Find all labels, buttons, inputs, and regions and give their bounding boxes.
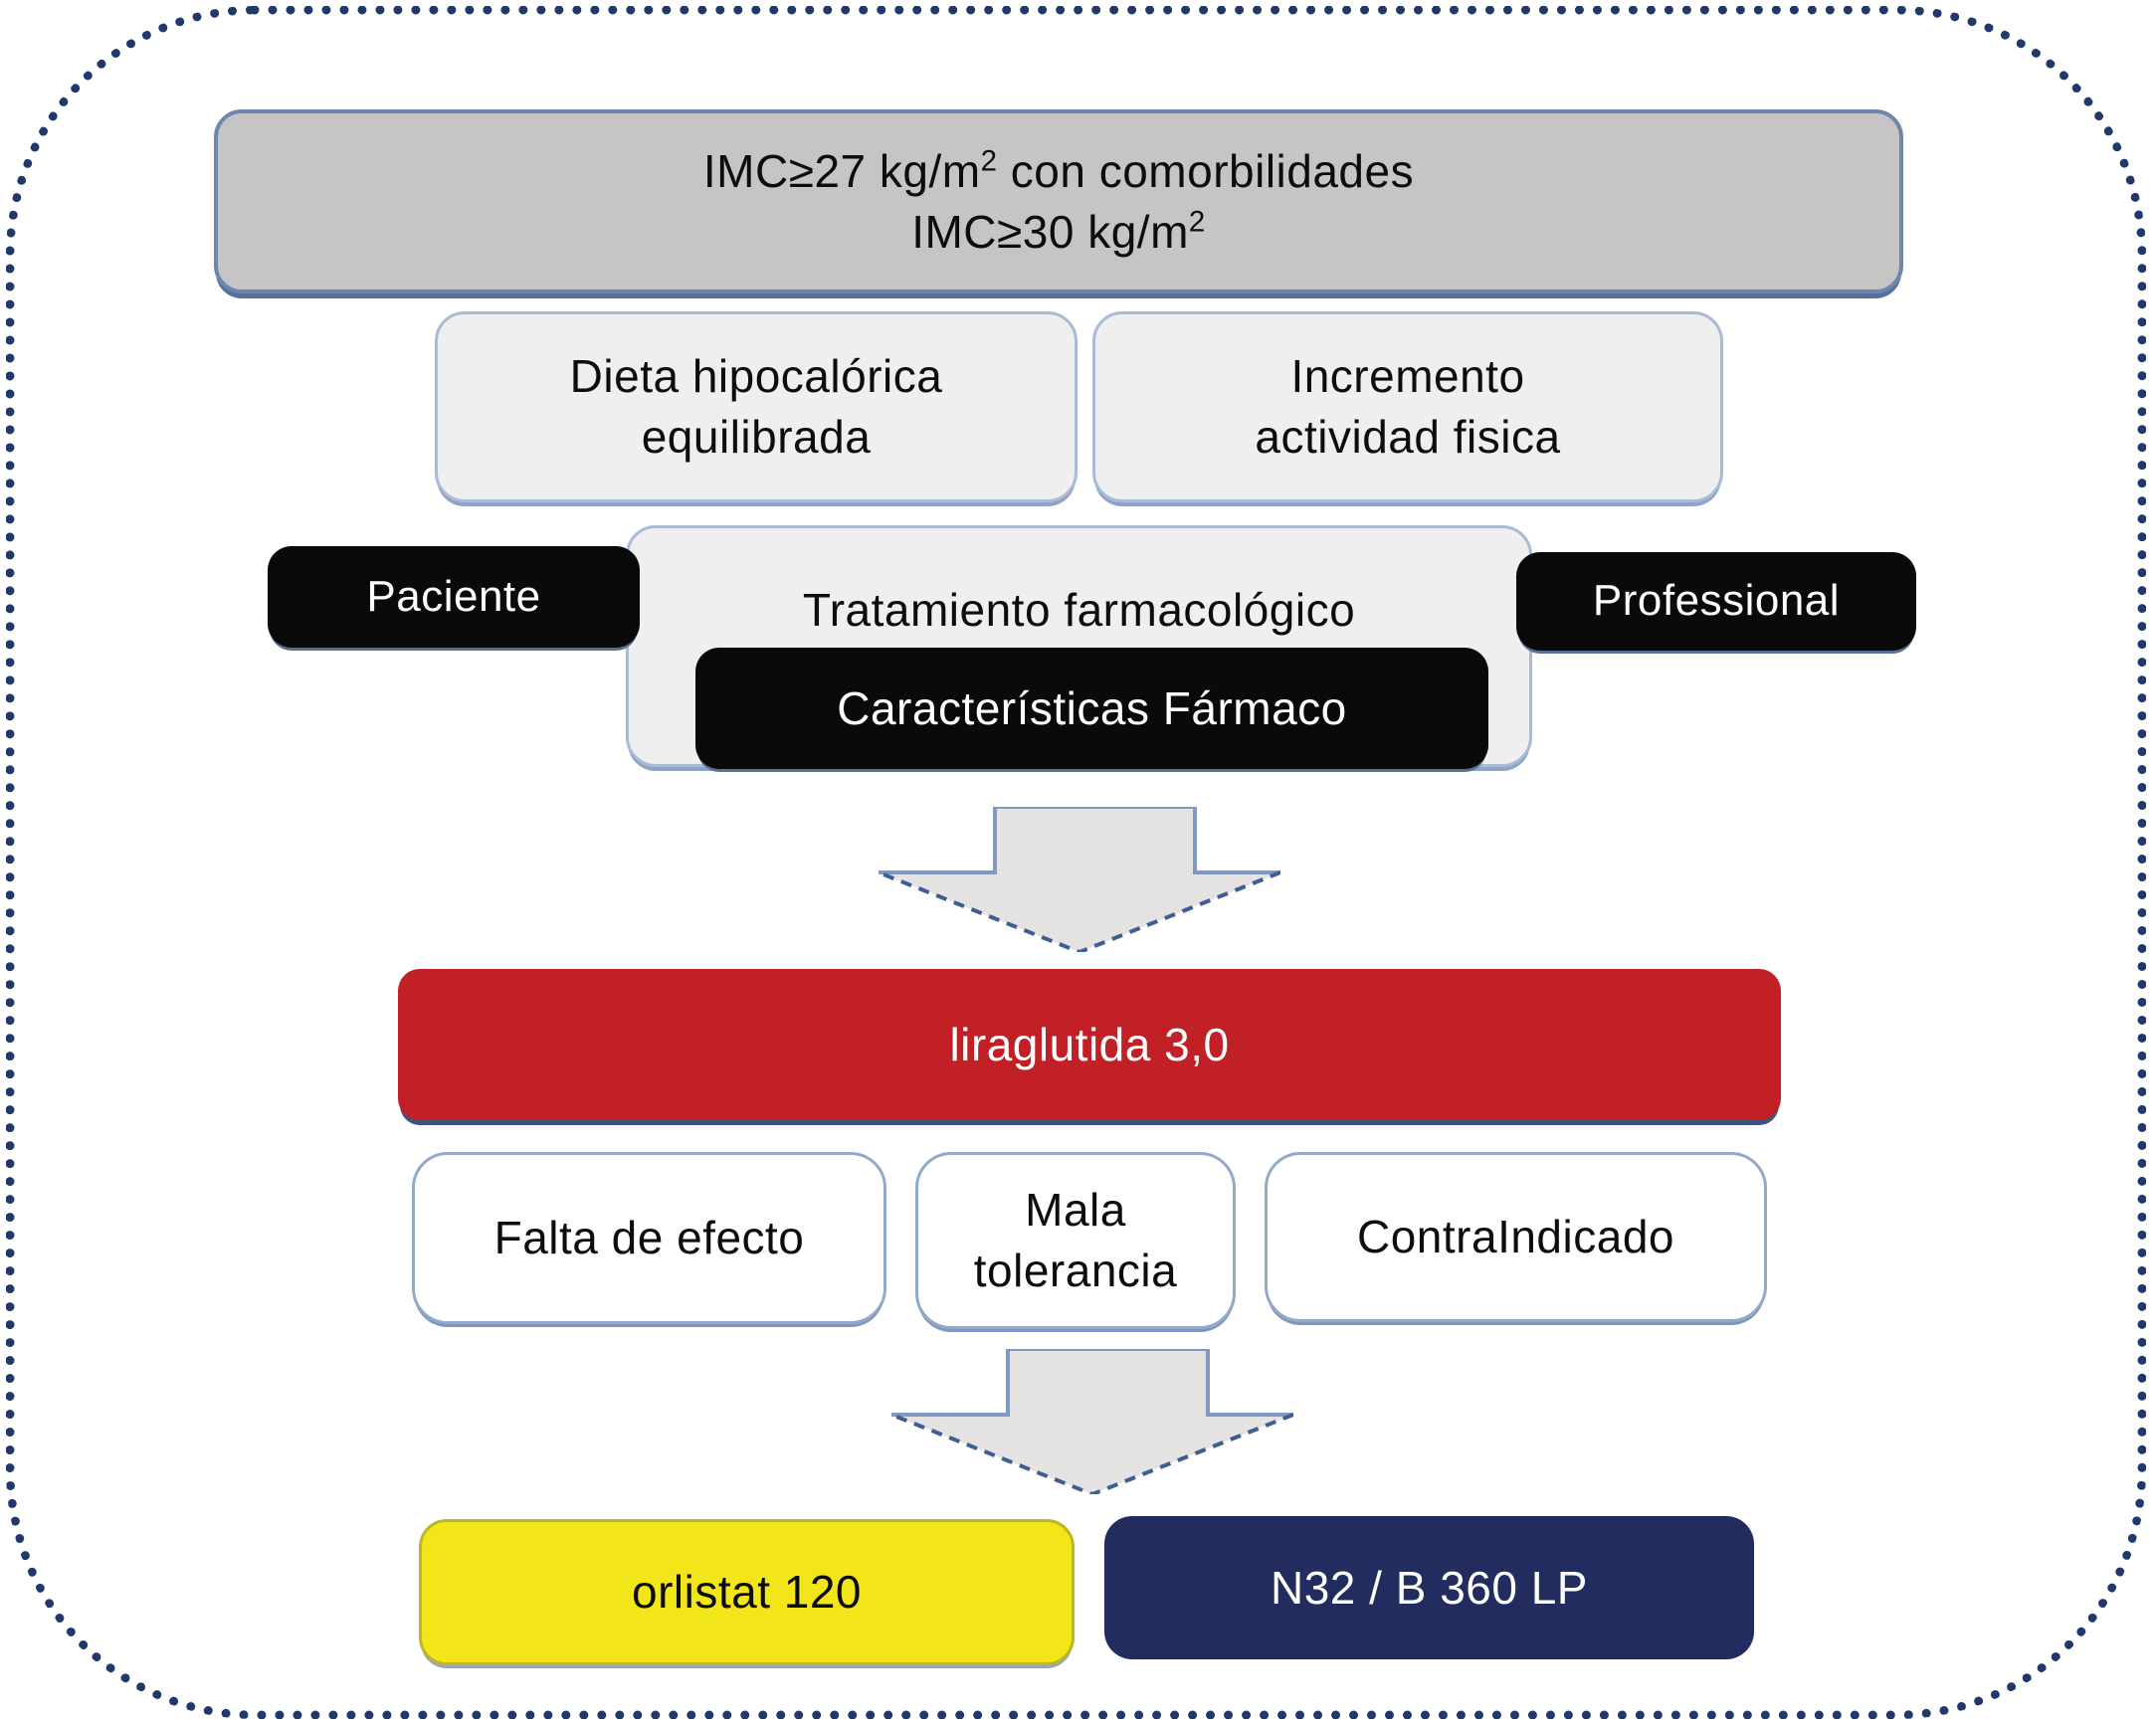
drug-characteristics-label: Características Fármaco [837, 681, 1347, 734]
diet-line1: Dieta hipocalórica [569, 350, 943, 403]
bmi-criteria-box: IMC≥27 kg/m2 con comorbilidades IMC≥30 k… [214, 109, 1903, 293]
liraglutide-box: liraglutida 3,0 [398, 969, 1781, 1120]
treatment-label: Tratamiento farmacológico [802, 584, 1356, 636]
contraindicated-label: ContraIndicado [1357, 1211, 1674, 1263]
tolerance-line1: Mala [1025, 1184, 1126, 1237]
bmi-line1-sup: 2 [980, 144, 998, 178]
patient-tag: Paciente [268, 546, 640, 648]
tolerance-line2: tolerancia [973, 1245, 1178, 1296]
tolerance-box: Mala tolerancia [915, 1152, 1236, 1329]
bmi-line2-sup: 2 [1188, 205, 1206, 239]
contraindicated-box: ContraIndicado [1265, 1152, 1767, 1322]
liraglutide-label: liraglutida 3,0 [949, 1018, 1230, 1070]
down-arrow-icon [879, 807, 1280, 952]
down-arrow-icon [891, 1349, 1293, 1494]
no-effect-box: Falta de efecto [412, 1152, 886, 1324]
patient-label: Paciente [366, 571, 541, 621]
bmi-line1: IMC≥27 kg/m2 con comorbilidades [703, 141, 1414, 202]
drug-characteristics-tag: Características Fármaco [695, 648, 1488, 769]
orlistat-box: orlistat 120 [419, 1519, 1075, 1665]
dotted-frame [6, 6, 2146, 1719]
diet-box: Dieta hipocalórica equilibrada [435, 311, 1078, 502]
activity-box: Incremento actividad fisica [1092, 311, 1723, 502]
bmi-line2: IMC≥30 kg/m2 [911, 202, 1206, 263]
orlistat-label: orlistat 120 [631, 1566, 862, 1619]
diet-line2: equilibrada [641, 411, 872, 463]
professional-tag: Professional [1516, 552, 1916, 651]
no-effect-label: Falta de efecto [493, 1212, 805, 1264]
nb360-box: N32 / B 360 LP [1104, 1516, 1754, 1659]
nb360-label: N32 / B 360 LP [1271, 1561, 1588, 1614]
activity-line2: actividad fisica [1255, 411, 1561, 463]
bmi-line2-base: IMC≥30 kg/m [911, 205, 1189, 258]
bmi-line1-suffix: con comorbilidades [997, 144, 1415, 197]
activity-line1: Incremento [1290, 350, 1525, 403]
professional-label: Professional [1592, 576, 1841, 626]
bmi-line1-base: IMC≥27 kg/m [702, 144, 981, 197]
